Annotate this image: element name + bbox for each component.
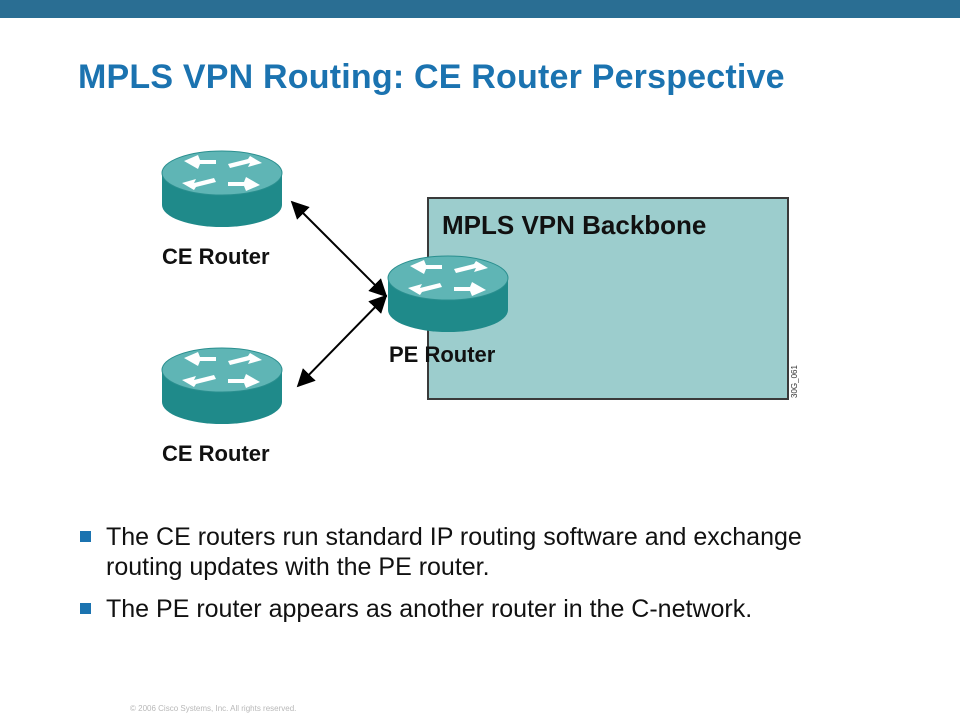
- pe-router-label: PE Router: [389, 342, 496, 367]
- bullet-text: The PE router appears as another router …: [106, 595, 753, 623]
- bullet-item: The PE router appears as another router …: [78, 594, 858, 624]
- double-arrow-icon-top: [290, 200, 388, 298]
- ce-router-top-label: CE Router: [162, 244, 270, 269]
- pe-router-icon: [387, 255, 509, 333]
- bullet-item: The CE routers run standard IP routing s…: [78, 522, 858, 582]
- ce-router-bottom-icon: [161, 347, 283, 425]
- bullet-list: The CE routers run standard IP routing s…: [78, 522, 858, 636]
- double-arrow-icon-bottom: [296, 294, 388, 388]
- bullet-text: The CE routers run standard IP routing s…: [106, 523, 802, 581]
- bullet-square-icon: [80, 603, 91, 614]
- backbone-label: MPLS VPN Backbone: [442, 210, 706, 240]
- header-bar: [0, 0, 960, 18]
- ce-router-bottom-label: CE Router: [162, 441, 270, 466]
- figure-id-label: 30G_061: [790, 365, 799, 398]
- copyright-footer: © 2006 Cisco Systems, Inc. All rights re…: [130, 704, 297, 713]
- ce-router-top-icon: [161, 150, 283, 228]
- bullet-square-icon: [80, 531, 91, 542]
- page-title: MPLS VPN Routing: CE Router Perspective: [78, 58, 785, 96]
- network-diagram: MPLS VPN Backbone 30G_061 CE Router CE R…: [161, 150, 799, 466]
